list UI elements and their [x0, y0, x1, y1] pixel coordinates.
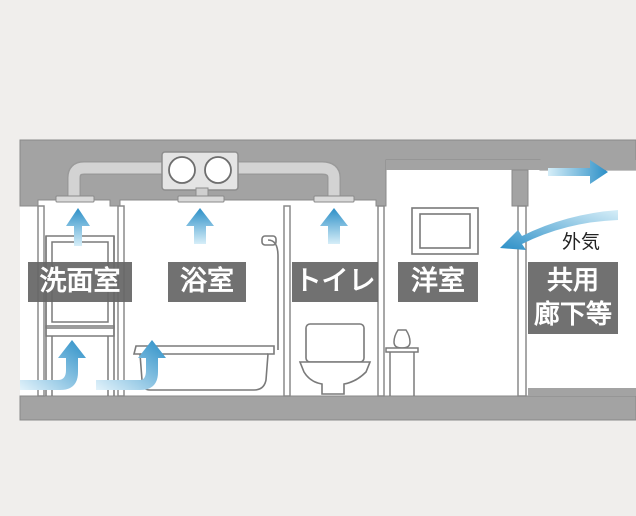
air-flow-arrow-icon: [20, 160, 618, 390]
corridor-label-line2: 廊下等: [533, 300, 612, 330]
toilet-icon: [298, 323, 372, 395]
shower-icon: [261, 235, 279, 350]
vase-icon: [385, 329, 419, 396]
corridor-label-line1: 共用: [546, 266, 599, 296]
floor-step: [528, 388, 636, 396]
room-label-common-corridor: 共用 廊下等: [528, 262, 618, 334]
window-icon: [411, 207, 479, 255]
ceiling-slab-right: [386, 160, 636, 170]
exhaust-grille-icon: [55, 195, 355, 203]
room-label-western-room: 洋室: [398, 262, 478, 302]
floor-slab: [19, 395, 636, 421]
room-label-toilet: トイレ: [292, 262, 378, 302]
outside-air-label: 外気: [560, 230, 603, 254]
room-label-bathroom: 浴室: [168, 262, 246, 302]
ventilation-fan-unit-icon: [168, 156, 232, 184]
ceiling-beam: [511, 169, 529, 207]
room-label-washroom: 洗面室: [28, 262, 132, 302]
